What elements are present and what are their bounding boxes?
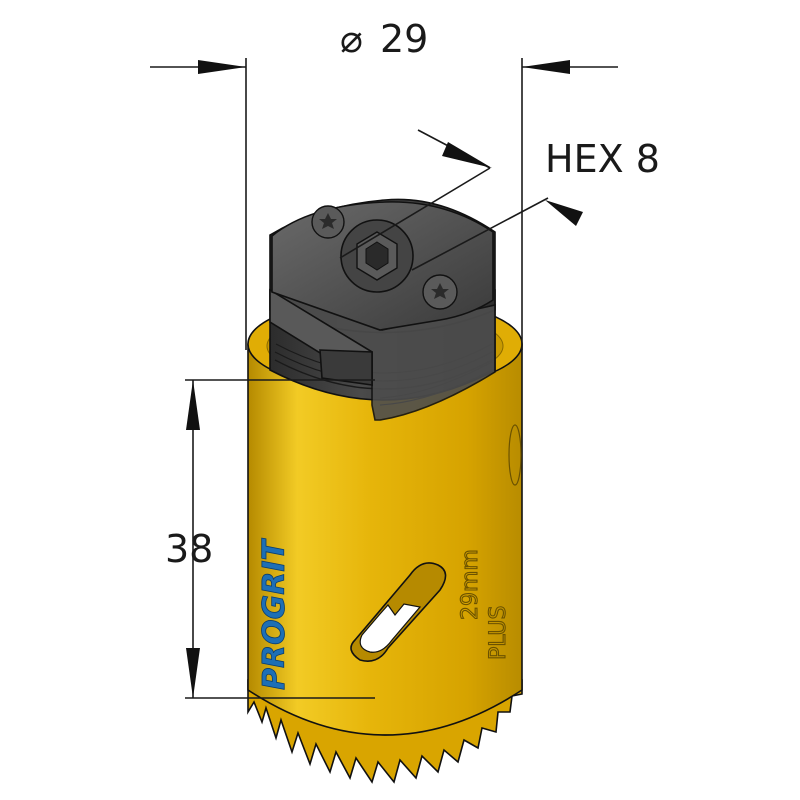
screw-2-icon xyxy=(422,274,458,310)
brand-logo: PROGRIT xyxy=(257,537,293,690)
hex-label: HEX 8 xyxy=(545,137,660,181)
diameter-dimension: ⌀ 29 xyxy=(150,17,618,350)
arbor-adapter xyxy=(269,198,496,421)
engraved-markings: PLUS 29mm xyxy=(457,549,511,661)
screw-1-icon xyxy=(311,205,345,239)
height-value: 38 xyxy=(165,527,213,571)
diameter-value: 29 xyxy=(380,17,428,61)
height-dimension: 38 xyxy=(165,379,375,699)
engraving-size: 29mm xyxy=(458,549,483,620)
brand-logo-text: PROGRIT xyxy=(257,538,292,690)
chip-slot xyxy=(350,562,447,662)
hex-dimension: HEX 8 xyxy=(339,129,660,271)
diameter-symbol: ⌀ xyxy=(340,17,363,61)
engraving-plus: PLUS xyxy=(486,606,511,661)
hex-socket xyxy=(340,219,414,293)
